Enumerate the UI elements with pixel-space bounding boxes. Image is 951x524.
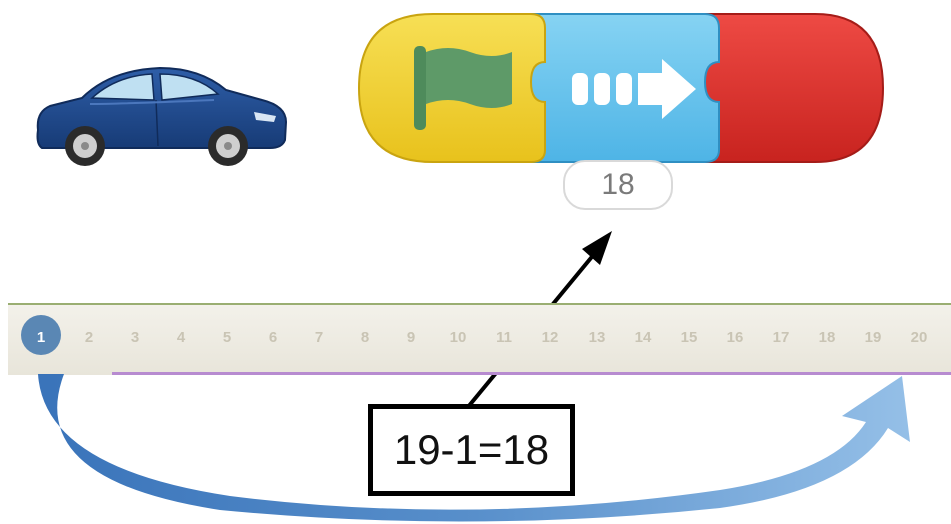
number-line-tick: 9 xyxy=(406,329,416,346)
number-line-tick: 6 xyxy=(268,329,278,346)
number-line-tick: 18 xyxy=(818,329,836,346)
number-line-tick: 1 xyxy=(36,329,46,346)
number-line-tick: 5 xyxy=(222,329,232,346)
number-line-tick: 17 xyxy=(772,329,790,346)
move-right-icon xyxy=(570,55,700,125)
number-line-tick: 13 xyxy=(588,329,606,346)
number-line-tick: 16 xyxy=(726,329,744,346)
car-icon xyxy=(30,60,292,170)
active-step-marker xyxy=(21,315,61,355)
number-line-tick: 14 xyxy=(634,329,652,346)
number-line-tick: 20 xyxy=(910,329,928,346)
number-line-tick: 15 xyxy=(680,329,698,346)
number-line-tick: 12 xyxy=(541,329,559,346)
number-line-bottom-border xyxy=(112,372,951,375)
number-line-tick: 11 xyxy=(496,329,512,346)
equation-box: 19-1=18 xyxy=(368,404,575,496)
number-line-tick: 10 xyxy=(449,329,467,346)
number-line-tick: 19 xyxy=(864,329,882,346)
number-line xyxy=(8,303,951,375)
green-flag-icon xyxy=(408,42,518,132)
number-line-tick: 8 xyxy=(360,329,370,346)
number-line-tick: 4 xyxy=(176,329,186,346)
number-line-tick: 3 xyxy=(130,329,140,346)
number-line-tick: 2 xyxy=(84,329,94,346)
move-count-input[interactable]: 18 xyxy=(563,160,673,210)
number-line-tick: 7 xyxy=(314,329,324,346)
